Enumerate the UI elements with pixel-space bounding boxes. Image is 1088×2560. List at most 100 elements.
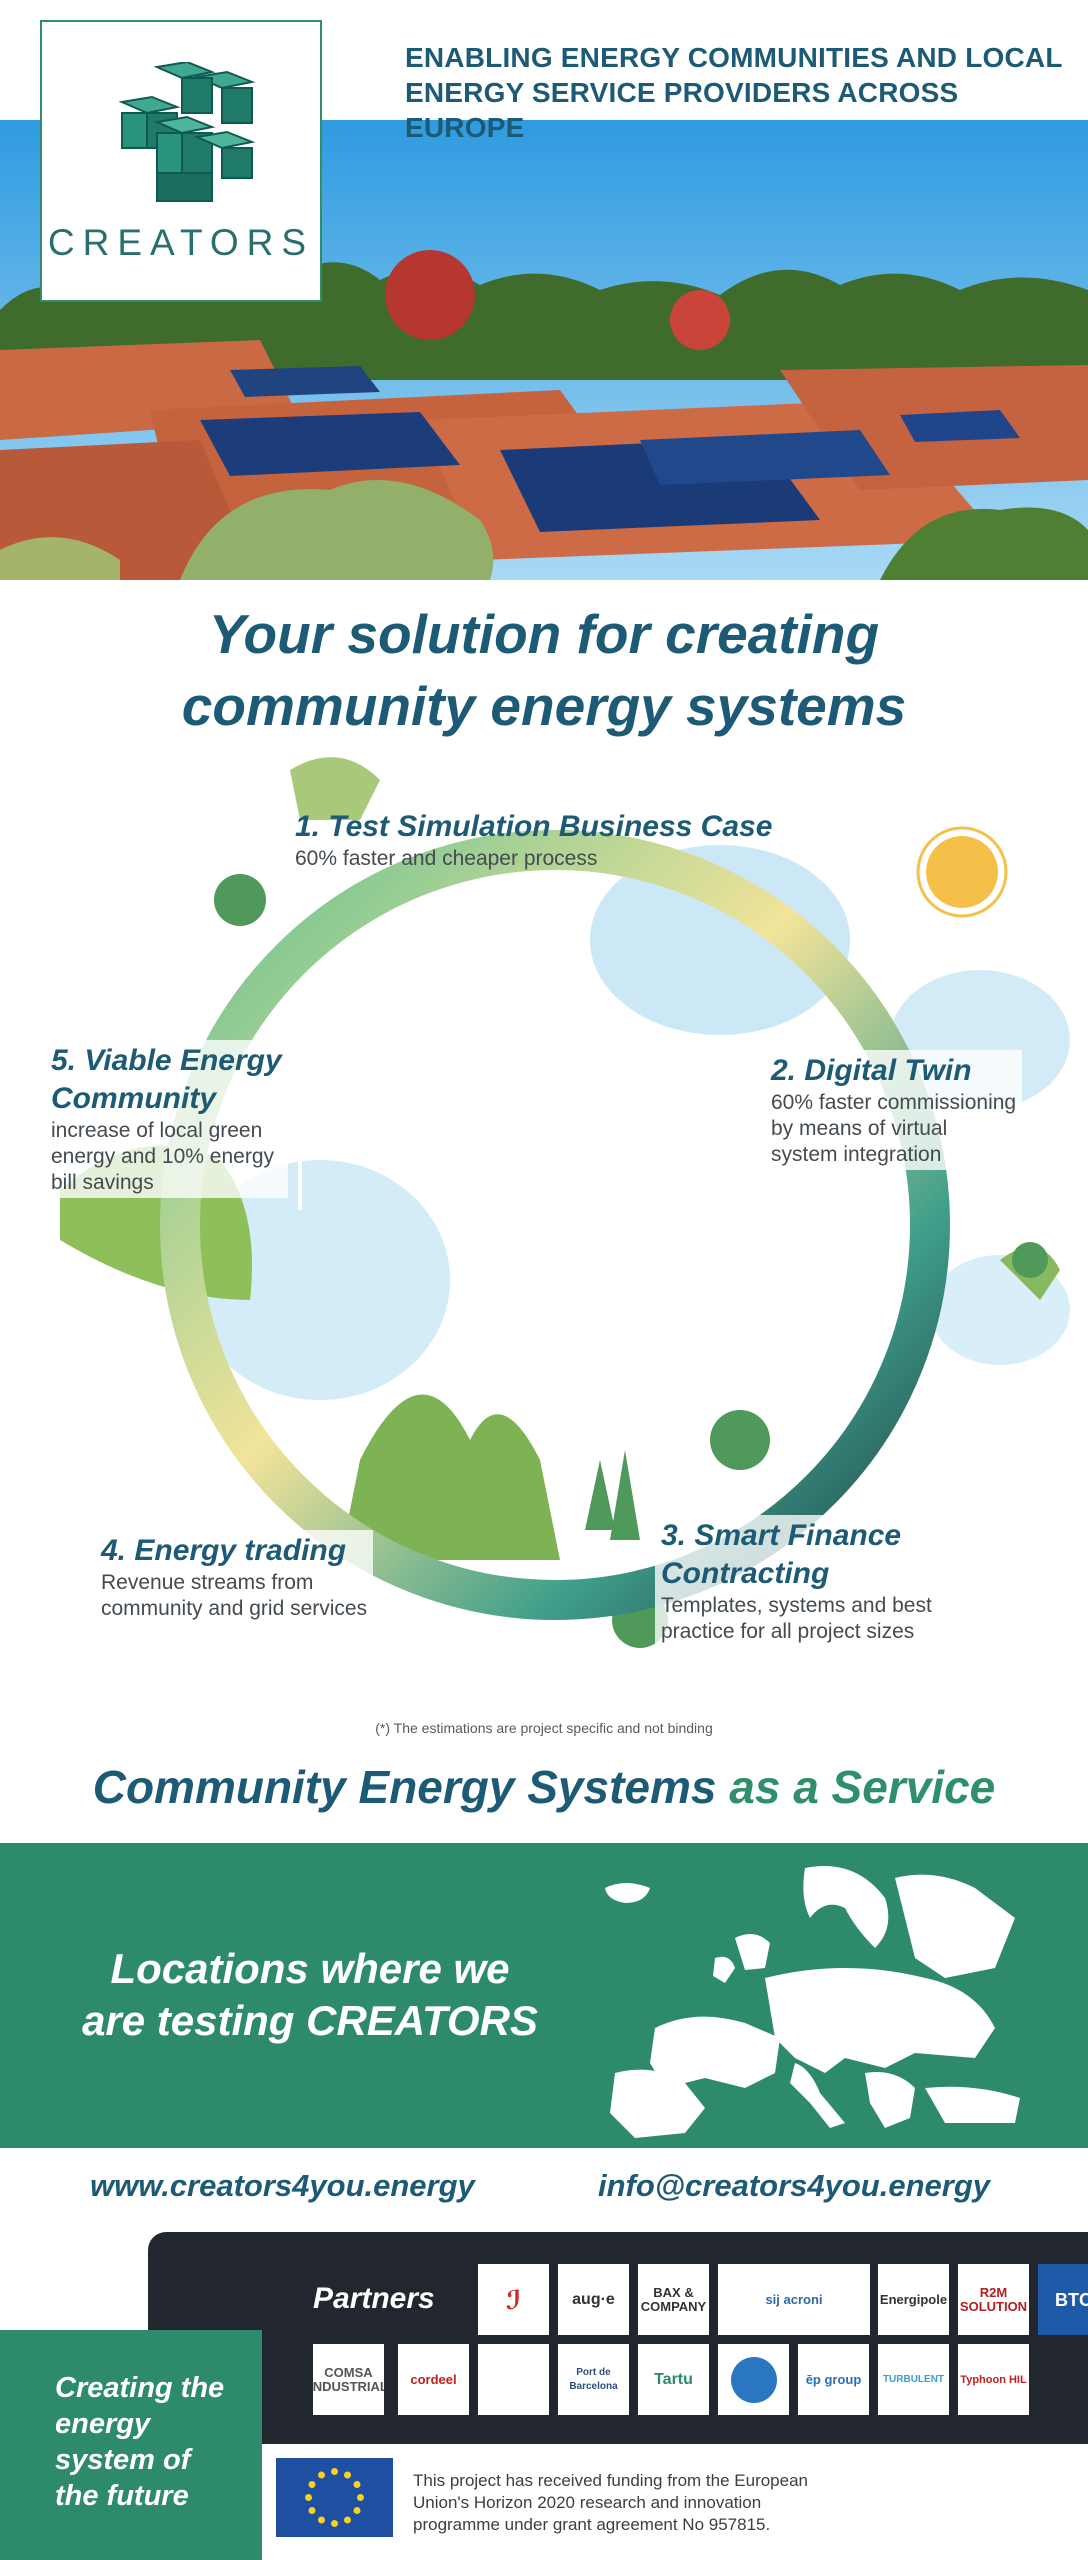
partner-logo-ep-group: ēp group [798,2344,869,2415]
eu-star-icon [318,2516,325,2524]
tagline: ENABLING ENERGY COMMUNITIES AND LOCAL EN… [405,40,1065,145]
eu-funding-text: This project has received funding from t… [413,2470,883,2536]
partner-logo-comsa-text: COMSA INDUSTRIAL [313,2364,384,2394]
partner-logo-bax: BAX & COMPANY [638,2264,709,2335]
partner-logo-energipole: Energipole [878,2264,949,2335]
partner-logo-r2m-text: R2M SOLUTION [959,2284,1028,2314]
locations-title-line-2: are testing CREATORS [82,1997,538,2044]
eu-star-icon [331,2520,338,2527]
partner-logo-tartu: Tartu [638,2344,709,2415]
partner-logo-port-barcelona: Port de Barcelona [558,2344,629,2415]
step-5-title-line-2: Community [51,1082,216,1115]
future-text: Creating the energy system of the future [55,2370,255,2514]
step-5-title-line-1: 5. Viable Energy [51,1044,282,1077]
sun-icon [926,836,998,908]
partner-logo-aug-e-text: aug·e [572,2290,615,2308]
eu-star-icon [318,2471,325,2479]
eu-flag-icon [276,2458,393,2537]
eu-star-icon [305,2494,312,2501]
step-3-title-line-1: 3. Smart Finance [661,1519,902,1552]
eu-star-icon [308,2481,316,2488]
eu-star-icon [344,2516,351,2524]
service-title-part-2: as a Service [729,1761,996,1813]
partner-logo-r2m: R2M SOLUTION [958,2264,1029,2335]
service-title: Community Energy Systems as a Service [0,1760,1088,1814]
partner-logo-turbulent-text: TURBULENT [882,2373,945,2385]
partner-logo-3 [478,2344,549,2415]
step-4: 4. Energy trading Revenue streams from c… [95,1530,374,1624]
step-4-desc-line-2: community and grid services [101,1597,368,1620]
future-box: Creating the energy system of the future [0,2330,262,2560]
partner-logo-cordeel-text: cordeel [410,2371,457,2387]
partner-logo-1: ℐ [478,2264,549,2335]
partner-logo-energipole-text: Energipole [879,2291,948,2307]
eu-star-icon [344,2471,351,2479]
cubes-logo-icon [118,62,256,202]
partner-logo-sij-acroni-text: sij acroni [765,2291,823,2307]
step-3-desc-line-1: Templates, systems and best [661,1594,932,1617]
partners-label: Partners [313,2282,435,2315]
hero-solar-rooftops-image [0,120,1088,580]
creators-logo: CREATORS [40,20,322,302]
future-line-2: energy [55,2408,151,2440]
future-line-1: Creating the [55,2372,225,2404]
step-4-title: 4. Energy trading [101,1534,347,1567]
step-1-desc: 60% faster and cheaper process [295,847,598,870]
eu-funding-line-2: Union's Horizon 2020 research and innova… [413,2493,762,2512]
partner-logo-btc-text: BTC [1055,2289,1088,2310]
eu-star-icon [357,2494,364,2501]
tagline-line-2: ENERGY SERVICE PROVIDERS ACROSS EUROPE [405,77,959,143]
partner-logo-btc: BTC [1038,2264,1088,2335]
partner-logo-6-mark [730,2356,777,2403]
partner-logo-comsa: COMSA INDUSTRIAL [313,2344,384,2415]
main-title-line-2: community energy systems [181,675,907,737]
step-5-desc-line-1: increase of local green [51,1119,263,1142]
step-2-desc-line-3: system integration [771,1143,942,1166]
step-4-desc-line-1: Revenue streams from [101,1571,314,1594]
eu-star-icon [308,2507,316,2514]
step-2-title: 2. Digital Twin [771,1054,972,1087]
locations-section: Locations where we are testing CREATORS [0,1843,1088,2148]
process-cycle: 1. Test Simulation Business Case 60% fas… [0,740,1088,1710]
step-5-desc-line-3: bill savings [51,1171,154,1194]
website-link[interactable]: www.creators4you.energy [90,2168,475,2203]
partner-logo-cordeel: cordeel [398,2344,469,2415]
eu-star-icon [353,2481,361,2488]
step-1-title: 1. Test Simulation Business Case [295,810,773,843]
partner-logo-typhoon-hil-text: Typhoon HIL [960,2373,1027,2386]
main-title: Your solution for creating community ene… [0,598,1088,742]
partner-logo-aug-e: aug·e [558,2264,629,2335]
partner-logo-tartu-text: Tartu [654,2370,693,2388]
cycle-illustration [60,757,1070,1648]
step-5-desc-line-2: energy and 10% energy [51,1145,274,1168]
europe-map-icon [605,1866,1020,2138]
eu-star-icon [353,2507,361,2514]
hero-section: ENABLING ENERGY COMMUNITIES AND LOCAL EN… [0,0,1088,580]
locations-title-line-1: Locations where we [110,1945,510,1992]
locations-title: Locations where we are testing CREATORS [50,1943,570,2047]
step-3: 3. Smart Finance Contracting Templates, … [655,1515,938,1647]
step-2: 2. Digital Twin 60% faster commissioning… [765,1050,1023,1170]
partner-logo-1-mark: ℐ [505,2284,522,2315]
eu-funding-line-1: This project has received funding from t… [413,2471,809,2490]
partner-logo-bax-text: BAX & COMPANY [640,2284,707,2314]
disclaimer: (*) The estimations are project specific… [375,1720,713,1736]
eu-funding-line-3: programme under grant agreement No 95781… [413,2515,771,2534]
partner-logo-sij-acroni: sij acroni [718,2264,870,2335]
future-line-4: the future [55,2480,189,2512]
step-3-desc-line-2: practice for all project sizes [661,1620,915,1643]
step-1: 1. Test Simulation Business Case 60% fas… [295,808,772,872]
partners-band: Partners ℐ aug·e BAX & COMPANY sij acron… [148,2232,1088,2444]
step-3-title-line-2: Contracting [661,1557,830,1590]
email-link[interactable]: info@creators4you.energy [598,2168,991,2203]
eu-star-icon [331,2468,338,2475]
partner-logo-ep-group-text: ēp group [805,2371,862,2387]
tagline-line-1: ENABLING ENERGY COMMUNITIES AND LOCAL [405,42,1063,73]
future-line-3: system of [55,2444,191,2476]
partner-logo-turbulent: TURBULENT [878,2344,949,2415]
step-2-desc-line-2: by means of virtual [771,1117,948,1140]
partner-logo-6 [718,2344,789,2415]
service-title-part-1: Community Energy Systems [92,1761,717,1813]
logo-wordmark: CREATORS [47,222,315,263]
partner-logo-port-barcelona-text: Port de Barcelona [569,2366,618,2392]
